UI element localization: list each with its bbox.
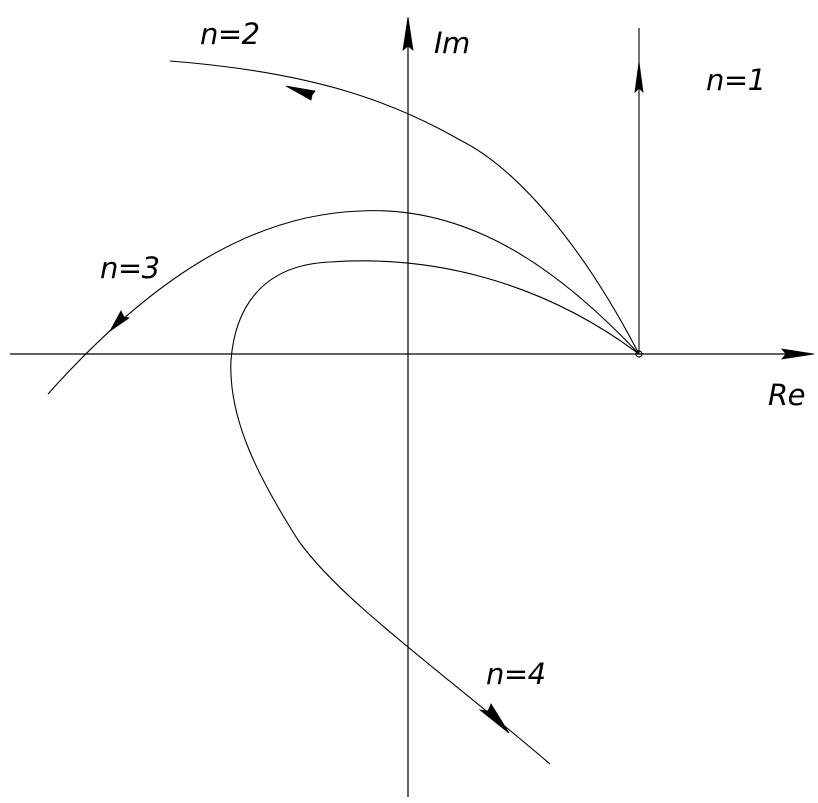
curve-n3-arrow — [109, 310, 131, 332]
curve-n2-arrow — [285, 85, 316, 101]
curve-n2 — [169, 60, 640, 355]
curve-n4 — [230, 260, 640, 765]
curve-n3 — [47, 210, 640, 395]
curve-n3-label: n=3 — [100, 251, 160, 285]
curve-n1-arrow — [634, 61, 644, 94]
curve-n2-label: n=2 — [200, 17, 260, 51]
imag-axis-arrow — [402, 16, 414, 51]
imag-axis-label: Im — [434, 26, 470, 60]
curve-n4-label: n=4 — [486, 657, 546, 691]
real-axis-arrow — [781, 348, 815, 360]
curve-n1-label: n=1 — [706, 63, 766, 97]
real-axis-label: Re — [768, 378, 805, 412]
curve-n4-arrow — [478, 703, 510, 734]
